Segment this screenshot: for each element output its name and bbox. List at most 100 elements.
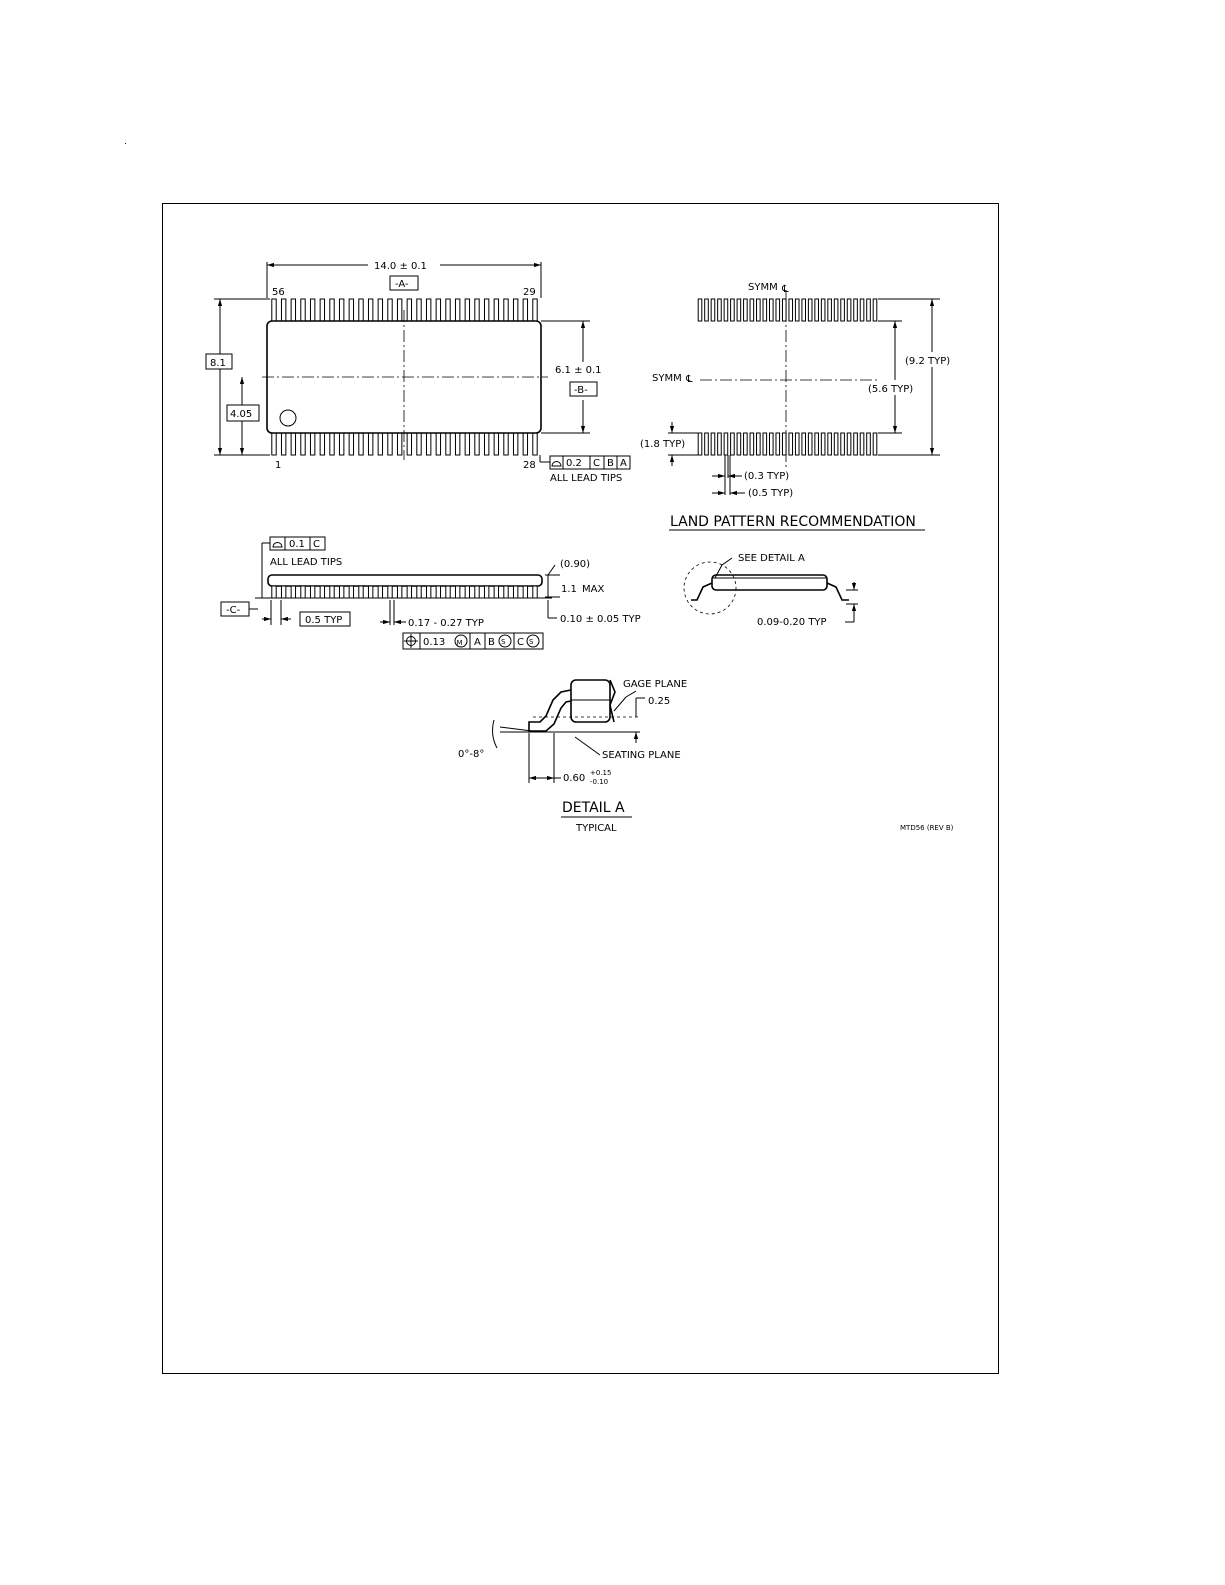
lead	[367, 432, 374, 456]
pad-width-dim: (0.3 TYP)	[744, 471, 789, 482]
side-lead	[512, 585, 519, 599]
land-pad	[762, 432, 768, 456]
lead	[416, 298, 422, 322]
land-pad	[820, 432, 826, 456]
pitch-dim: (0.5 TYP)	[748, 488, 793, 499]
top-view: 14.0 ± 0.1 -A- 56 29 1 28 8.1 4.05 6.1 ±…	[205, 261, 631, 484]
side-lead	[425, 585, 432, 599]
side-lead	[396, 585, 403, 599]
lead	[300, 298, 306, 322]
land-pad	[704, 298, 709, 322]
land-pad	[814, 432, 819, 456]
land-pad	[853, 298, 858, 322]
pitch-value: 0.5 TYP	[305, 615, 342, 626]
lead	[425, 432, 432, 456]
centerline-symbol-top: ℄	[781, 284, 789, 295]
profile-symbol-icon-side	[272, 542, 283, 548]
lead	[493, 298, 500, 322]
side-lead	[358, 585, 364, 599]
land-pad	[807, 298, 813, 322]
side-lead	[435, 585, 442, 599]
land-pad	[717, 432, 722, 456]
land-pad	[762, 298, 768, 322]
side-lead	[319, 585, 326, 599]
side-lead	[454, 585, 461, 599]
land-pad	[846, 432, 852, 456]
lead	[377, 298, 384, 322]
side-lead	[329, 585, 335, 599]
profile-tol-datum-a: A	[620, 458, 627, 469]
land-pad	[833, 298, 839, 322]
pin-29-label: 29	[523, 287, 536, 298]
position-datum-b: B	[488, 637, 495, 648]
lead	[454, 432, 461, 456]
land-pad	[840, 298, 845, 322]
detail-a-view: GAGE PLANE 0.25 SEATING PLANE 0°-8° 0.60…	[458, 679, 687, 834]
side-lead	[474, 585, 480, 599]
top-leads-upper	[271, 298, 538, 322]
pin-56-label: 56	[272, 287, 285, 298]
lead	[280, 432, 287, 456]
lead	[338, 298, 345, 322]
lead	[329, 298, 335, 322]
half-height-dim: 4.05	[230, 409, 252, 420]
datum-c: -C-	[226, 605, 241, 616]
land-pad	[794, 432, 800, 456]
side-view: 0.1 C ALL LEAD TIPS (0.90) 1.1 MAX 0.10 …	[220, 536, 641, 650]
land-pad	[814, 298, 819, 322]
land-pad	[697, 298, 703, 322]
land-pad	[730, 298, 735, 322]
end-view: SEE DETAIL A 0.09-0.20 TYP	[683, 553, 858, 628]
overall-dim: (9.2 TYP)	[905, 356, 950, 367]
side-lead	[483, 585, 490, 599]
side-lead	[522, 585, 529, 599]
symm-label-top: SYMM	[748, 282, 778, 293]
lead	[280, 298, 287, 322]
side-lead	[445, 585, 451, 599]
side-lead	[280, 585, 287, 599]
modifier-s-2: S	[529, 638, 534, 646]
side-lead	[290, 585, 297, 599]
land-pad	[788, 432, 794, 456]
land-pattern-view: SYMM ℄ SYMM ℄ (9.2 TYP) (5.6 TYP) (1.8 T…	[640, 282, 950, 531]
lead	[358, 432, 364, 456]
side-lead	[338, 585, 345, 599]
lead	[300, 432, 306, 456]
lead	[445, 298, 451, 322]
side-leads	[271, 585, 538, 599]
land-pad	[859, 432, 865, 456]
datum-b: -B-	[574, 385, 588, 396]
body-width-dim: 6.1 ± 0.1	[555, 365, 602, 376]
lead	[358, 298, 364, 322]
side-lead	[348, 585, 355, 599]
land-pad	[743, 298, 748, 322]
side-body	[267, 574, 543, 587]
land-pad	[872, 298, 878, 322]
length-dim: 14.0 ± 0.1	[374, 261, 427, 272]
land-pad	[736, 298, 742, 322]
max-height-suffix: MAX	[582, 584, 604, 595]
lead	[319, 298, 326, 322]
land-pad	[697, 432, 703, 456]
detail-a-title: DETAIL A	[562, 800, 625, 816]
foot-tol-minus: -0.10	[590, 778, 608, 786]
lead	[309, 298, 316, 322]
lead	[348, 298, 355, 322]
foot-length-dim: 0.60	[563, 773, 585, 784]
standoff-dim: 0.10 ± 0.05 TYP	[560, 614, 641, 625]
datum-a: -A-	[395, 279, 409, 290]
side-lead	[377, 585, 384, 599]
foot-tol-plus: +0.15	[590, 769, 611, 777]
stray-mark	[125, 143, 126, 144]
max-height-value: 1.1	[561, 584, 577, 595]
side-lead	[503, 585, 509, 599]
lead	[338, 432, 345, 456]
lead	[271, 298, 277, 322]
pin1-marker	[279, 409, 297, 427]
lead	[503, 432, 509, 456]
lead	[435, 432, 442, 456]
side-lead	[493, 585, 500, 599]
profile-symbol-icon	[551, 461, 562, 467]
centerline-symbol-left: ℄	[685, 374, 693, 385]
land-pad	[743, 432, 748, 456]
